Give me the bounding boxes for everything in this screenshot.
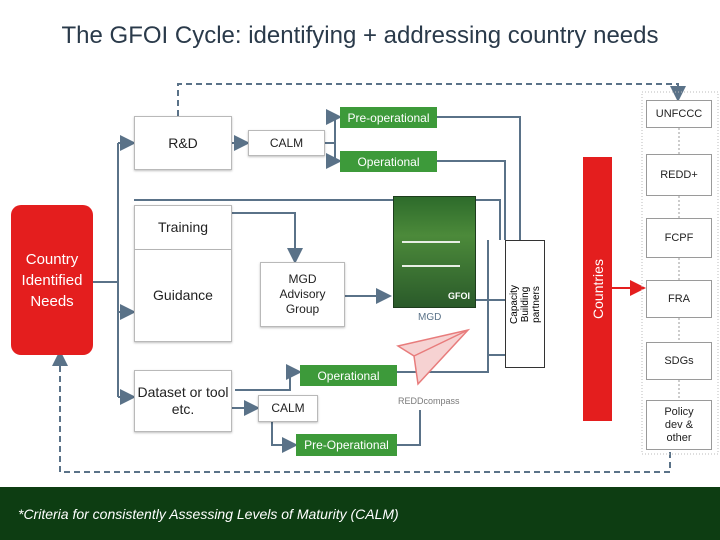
mgd-advisory-box: MGD Advisory Group xyxy=(260,262,345,327)
countries-box: Countries xyxy=(583,157,612,421)
countries-label: Countries xyxy=(589,259,606,319)
right-item-unfccc: UNFCCC xyxy=(646,100,712,128)
reddcompass-logo-icon xyxy=(396,328,471,386)
pre-operational-bar-bottom: Pre-Operational xyxy=(296,434,397,456)
right-item-policy: Policy dev & other xyxy=(646,400,712,450)
right-item-sdgs: SDGs xyxy=(646,342,712,380)
country-needs-label: Country Identified Needs xyxy=(21,250,83,310)
calm-top-box: CALM xyxy=(248,130,325,156)
pre-operational-bar-top: Pre-operational xyxy=(340,107,437,128)
training-box: Training xyxy=(134,205,232,250)
mgd-document-cover: GFOI xyxy=(393,196,476,308)
footer-bar xyxy=(0,487,720,540)
operational-bar-top: Operational xyxy=(340,151,437,172)
guidance-box: Guidance xyxy=(134,250,232,342)
footer-note: *Criteria for consistently Assessing Lev… xyxy=(18,506,399,522)
country-needs-box: Country Identified Needs xyxy=(11,205,93,355)
bottom-dashed-loop xyxy=(52,350,671,473)
capacity-building-label: Capacity Building partners xyxy=(508,284,542,324)
right-item-policy-label: Policy dev & other xyxy=(664,405,694,444)
right-item-fcpf: FCPF xyxy=(646,218,712,258)
capacity-building-box: Capacity Building partners xyxy=(505,240,545,368)
mgd-document-label: MGD xyxy=(418,312,442,323)
operational-bar-bottom: Operational xyxy=(300,365,397,386)
mgd-document-logo: GFOI xyxy=(448,291,470,301)
right-item-fra: FRA xyxy=(646,280,712,318)
right-item-redd: REDD+ xyxy=(646,154,712,196)
reddcompass-label: REDDcompass xyxy=(398,396,460,406)
mgd-document-text-lines xyxy=(402,241,460,267)
calm-bottom-box: CALM xyxy=(258,395,318,422)
page-title: The GFOI Cycle: identifying + addressing… xyxy=(61,22,659,49)
dataset-box: Dataset or tool etc. xyxy=(134,370,232,432)
rd-box: R&D xyxy=(134,116,232,170)
